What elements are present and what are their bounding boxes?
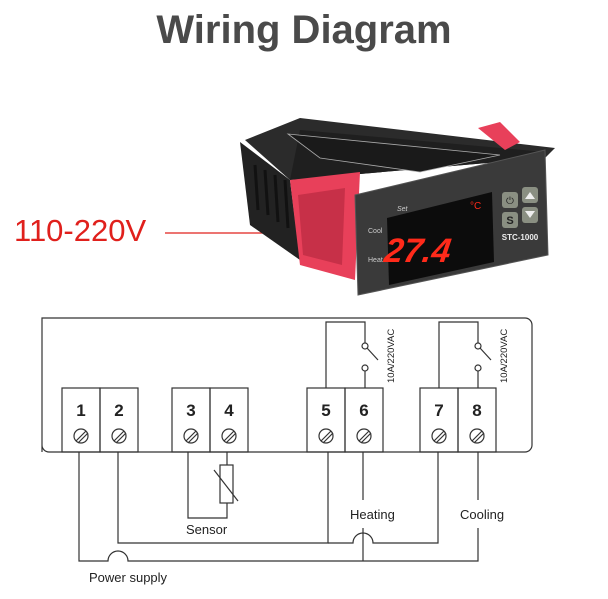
power-icon: ⏻ [506,196,514,207]
sensor-wire [187,452,228,519]
terminal-4: 4 [224,401,234,420]
terminal-screws [73,428,485,444]
power-button[interactable] [502,192,518,208]
heat-indicator: Heat [368,257,383,264]
wiring-label-sticker [286,133,501,173]
heating-label: Heating [350,507,395,522]
terminal-2: 2 [114,401,123,420]
power-supply-label: Power supply [89,570,168,585]
screw-icon [111,428,127,444]
unit-label: °C [470,201,481,212]
schematic [41,317,533,562]
set-button[interactable] [502,212,518,228]
screw-icon [431,428,447,444]
voltage-label: 110-220V [14,213,147,248]
heating-relay-rating: 10A/220VAC [386,329,397,383]
terminal-6: 6 [359,401,368,420]
controller-outline [41,317,533,453]
display-screen [387,192,494,285]
page-title: Wiring Diagram [156,8,452,52]
set-indicator: Set [397,206,409,213]
heating-relay [325,321,366,388]
terminal-7: 7 [434,401,443,420]
sensor-thermistor [219,464,234,504]
cooling-relay [438,321,479,388]
cool-indicator: Cool [368,228,383,235]
terminal-5: 5 [321,401,330,420]
sensor-label: Sensor [186,522,228,537]
cooling-relay-rating: 10A/220VAC [499,329,510,383]
set-button-label: S [506,215,513,227]
terminal-1: 1 [76,401,85,420]
down-arrow-icon [525,211,535,218]
temperature-readout: 27.4 [381,232,453,270]
cooling-label: Cooling [460,507,504,522]
screw-icon [469,428,485,444]
thermostat-device: 27.4 °C Set Cool Heat ⏻ S STC-1000 [240,118,555,296]
model-label: STC-1000 [502,233,539,242]
right-mounting-clip [478,122,520,150]
screw-icon [73,428,89,444]
screw-icon [356,428,372,444]
screw-icon [318,428,334,444]
screw-icon [221,428,237,444]
terminal-8: 8 [472,401,481,420]
screw-icon [183,428,199,444]
terminal-3: 3 [186,401,195,420]
up-arrow-icon [525,192,535,199]
